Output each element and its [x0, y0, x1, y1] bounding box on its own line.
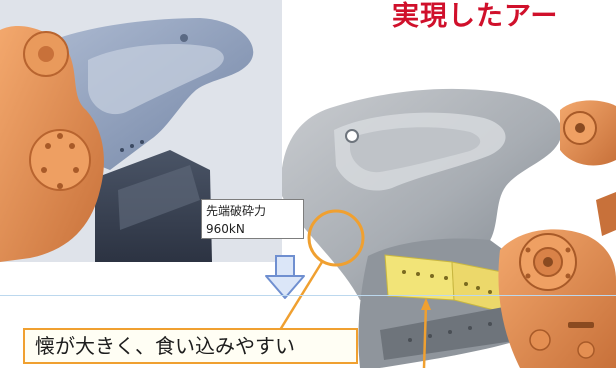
callout-label: 先端破砕力 — [206, 204, 267, 218]
highlight-teeth — [384, 254, 503, 313]
down-arrow-icon — [265, 255, 305, 299]
arm-pin-hole — [345, 129, 359, 143]
force-callout: 先端破砕力 960kN — [201, 199, 304, 239]
heading-title: 実現したアー — [392, 1, 559, 32]
callout-value: 960kN — [206, 222, 245, 236]
leader-line-circle — [278, 261, 324, 331]
circle-marker-icon — [307, 209, 365, 267]
divider-line — [0, 295, 616, 296]
leader-line-teeth — [422, 303, 428, 368]
feature-caption: 懐が大きく、食い込みやすい — [23, 328, 358, 364]
